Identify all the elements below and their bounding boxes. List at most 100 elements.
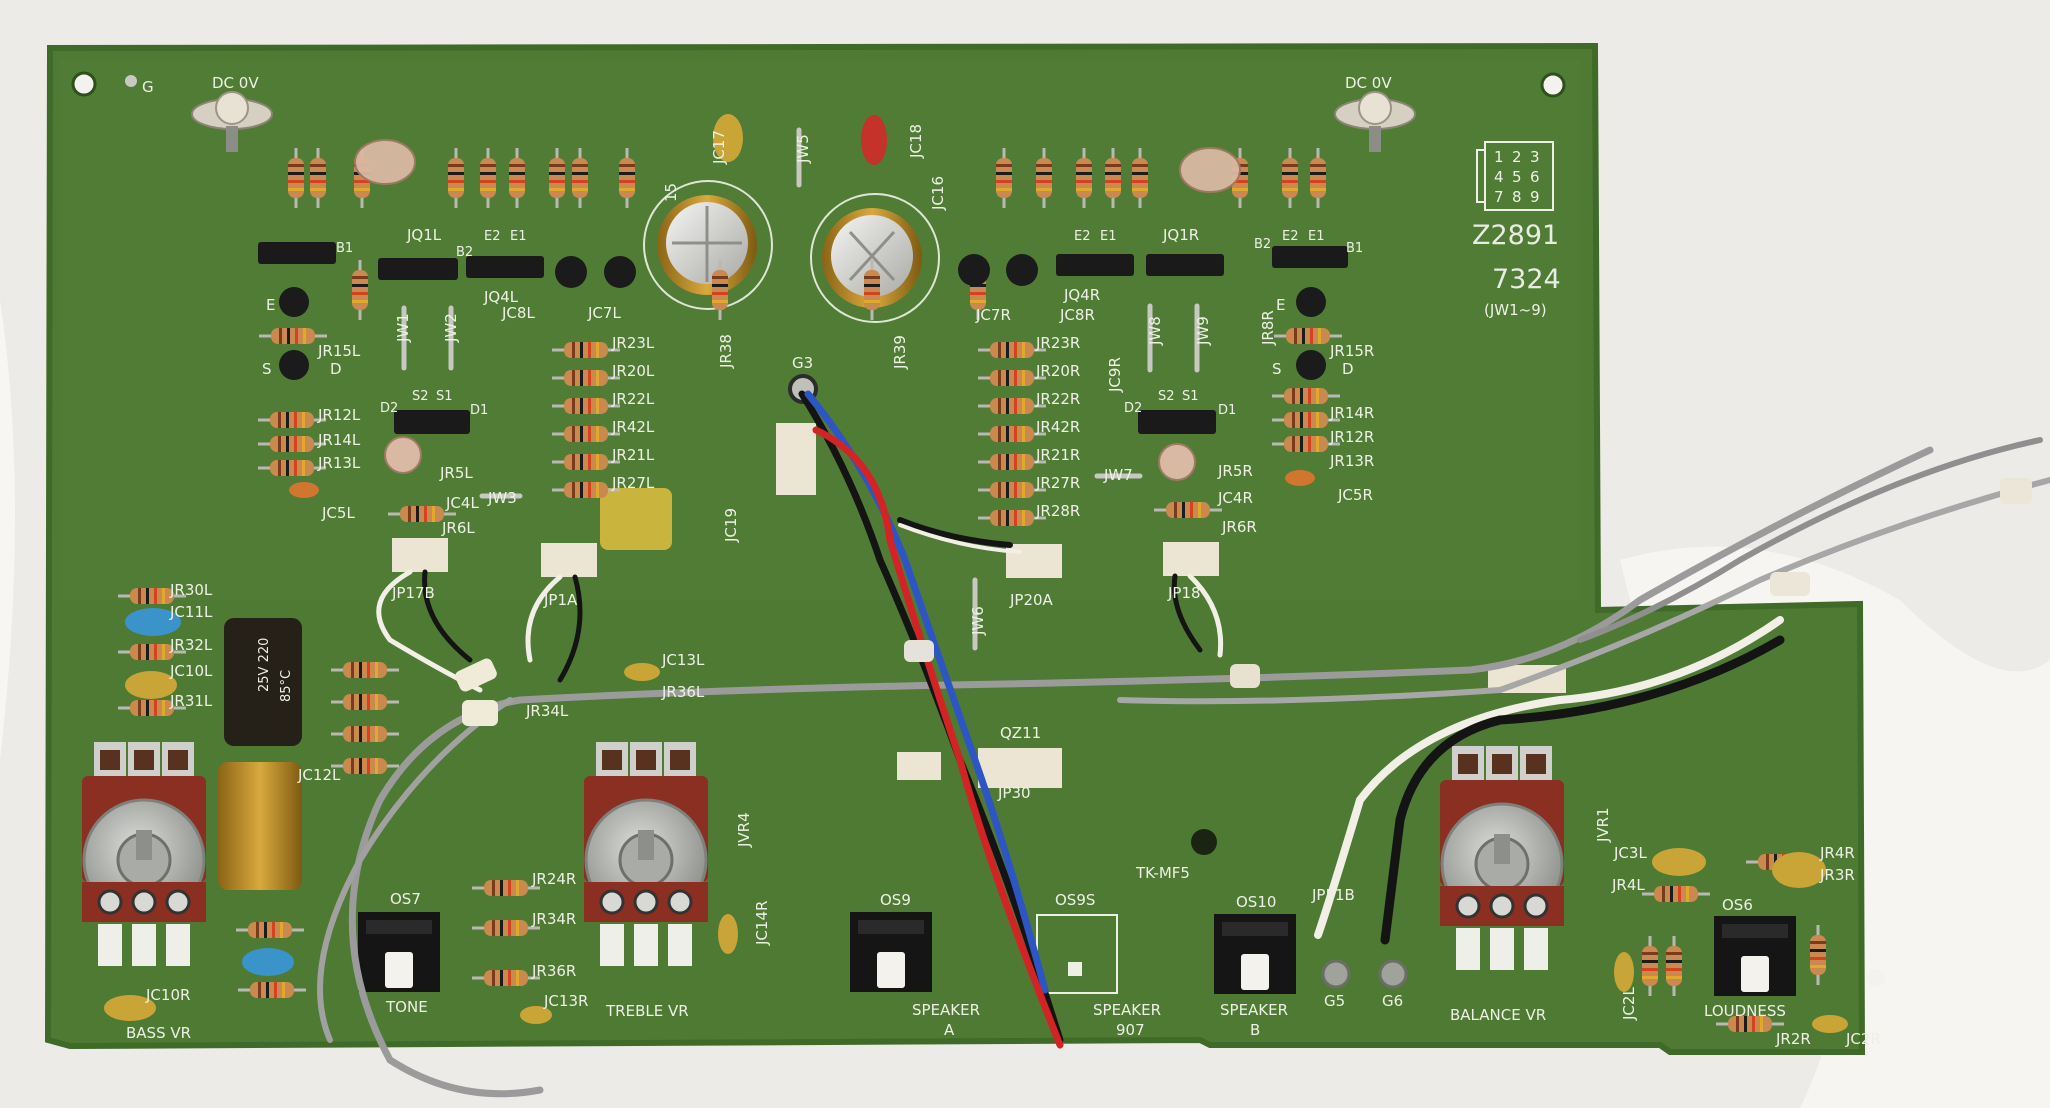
svg-text:JR22L: JR22L <box>611 390 655 408</box>
capacitor-jc10r-bead <box>104 995 156 1021</box>
electrolytic-capacitor-jc12l <box>224 618 302 746</box>
svg-text:B1: B1 <box>336 241 353 256</box>
resistor <box>259 328 327 344</box>
svg-text:JC7L: JC7L <box>587 304 621 322</box>
svg-text:JR3R: JR3R <box>1819 866 1855 884</box>
svg-text:JR5R: JR5R <box>1217 462 1253 480</box>
svg-text:JW2: JW2 <box>442 313 460 343</box>
svg-text:B2: B2 <box>1254 237 1271 252</box>
svg-text:3: 3 <box>1530 148 1540 166</box>
resistor <box>258 460 326 476</box>
svg-text:JR12R: JR12R <box>1329 428 1374 446</box>
svg-text:7: 7 <box>1494 188 1504 206</box>
fet-jq2r <box>1138 410 1216 434</box>
pcb-shading <box>60 60 1580 600</box>
svg-text:B2: B2 <box>456 245 473 260</box>
resistor <box>258 412 326 428</box>
svg-text:JR20L: JR20L <box>611 362 655 380</box>
resistor <box>978 398 1046 414</box>
svg-text:JR34L: JR34L <box>525 702 569 720</box>
transistor <box>1296 350 1326 380</box>
lot-number: 7324 <box>1492 264 1561 295</box>
fet-jq2l <box>394 410 470 434</box>
connector-jp30 <box>978 748 1062 788</box>
svg-text:JC2R: JC2R <box>1845 1030 1881 1048</box>
resistor <box>388 506 456 522</box>
resistor-array <box>118 148 1826 1032</box>
resistor <box>996 148 1012 208</box>
svg-text:JR42L: JR42L <box>611 418 655 436</box>
svg-text:OS7: OS7 <box>390 890 421 908</box>
svg-text:JC3L: JC3L <box>1613 844 1647 862</box>
part-number: Z2891 <box>1472 220 1559 251</box>
capacitor-jc5l <box>289 482 319 498</box>
resistor <box>331 662 399 678</box>
transistor-array-jq3l <box>258 242 336 264</box>
label-dc-left: DC 0V <box>212 74 259 92</box>
resistor <box>1036 148 1052 208</box>
svg-text:2: 2 <box>1512 148 1522 166</box>
svg-text:JR6L: JR6L <box>441 519 475 537</box>
transistor <box>958 254 990 286</box>
svg-text:E: E <box>266 296 275 314</box>
svg-text:5: 5 <box>1512 168 1522 186</box>
transistor <box>555 256 587 288</box>
svg-text:S2: S2 <box>412 389 429 404</box>
svg-text:E1: E1 <box>1308 229 1325 244</box>
svg-text:JW1: JW1 <box>394 313 412 343</box>
svg-text:OS10: OS10 <box>1236 893 1276 911</box>
resistor <box>1642 886 1710 902</box>
svg-text:JC10R: JC10R <box>145 986 190 1004</box>
resistor <box>978 454 1046 470</box>
svg-text:JQ1L: JQ1L <box>406 226 442 244</box>
resistor <box>552 370 620 386</box>
push-switch <box>358 912 440 992</box>
svg-text:JC13L: JC13L <box>661 651 705 669</box>
svg-text:9: 9 <box>1530 188 1540 206</box>
electrolytic-capacitor-jc12l-gold <box>218 762 302 890</box>
resistor <box>1274 328 1342 344</box>
board-id-grid <box>1476 141 1554 211</box>
rotary-potentiometer <box>584 742 708 966</box>
label-treble-vr: TREBLE VR <box>605 1002 689 1020</box>
svg-text:JVR1: JVR1 <box>1594 807 1612 843</box>
svg-text:OS9S: OS9S <box>1055 891 1095 909</box>
resistor <box>1132 148 1148 208</box>
svg-text:JW8: JW8 <box>1146 316 1164 346</box>
capacitor-jc13l <box>624 663 660 681</box>
svg-text:JR21R: JR21R <box>1035 446 1080 464</box>
svg-text:D2: D2 <box>380 401 398 416</box>
svg-text:JR36R: JR36R <box>531 962 576 980</box>
resistor <box>310 148 326 208</box>
svg-text:JR6R: JR6R <box>1221 518 1257 536</box>
capacitor-jc13r <box>520 1006 552 1024</box>
resistor <box>331 758 399 774</box>
fabric-fold <box>0 300 15 760</box>
svg-text:JR15R: JR15R <box>1329 342 1374 360</box>
resistor <box>712 260 728 320</box>
rotary-potentiometer <box>82 742 206 966</box>
mounting-hole <box>1540 72 1566 98</box>
svg-text:JR23L: JR23L <box>611 334 655 352</box>
resistor <box>118 644 186 660</box>
svg-text:E: E <box>1276 296 1285 314</box>
mounting-hole <box>1867 969 1885 987</box>
transistor <box>1296 287 1326 317</box>
resistor <box>472 880 540 896</box>
resistor <box>352 260 368 320</box>
svg-text:JR13L: JR13L <box>317 454 361 472</box>
resistor <box>552 482 620 498</box>
resistor <box>1272 436 1340 452</box>
os9s-pad <box>1068 962 1082 976</box>
resistor <box>288 148 304 208</box>
cable-tie <box>455 658 497 692</box>
resistor <box>978 342 1046 358</box>
svg-text:JR22R: JR22R <box>1035 390 1080 408</box>
connector-jp1a <box>541 543 597 577</box>
resistor <box>448 148 464 208</box>
svg-text:JC10L: JC10L <box>169 662 213 680</box>
transistor <box>279 350 309 380</box>
cable-tie <box>2000 478 2032 504</box>
label-bass-vr: BASS VR <box>126 1024 191 1042</box>
svg-text:JP1A: JP1A <box>543 591 578 609</box>
